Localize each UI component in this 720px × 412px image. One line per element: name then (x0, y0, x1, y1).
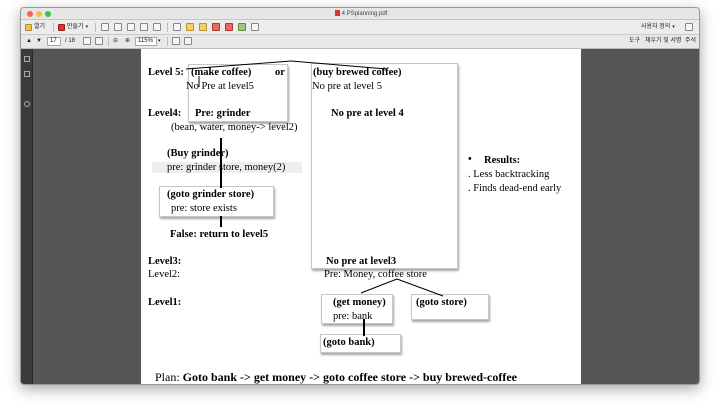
buy-grinder-pre: pre: grinder store, money(2) (167, 162, 286, 173)
page-up-icon[interactable]: ▲ (26, 38, 32, 44)
goto-store-box (411, 294, 489, 320)
zoom-in-icon[interactable]: ⊕ (125, 38, 131, 44)
make-coffee-box (188, 64, 288, 122)
open-button[interactable]: 열기 (25, 21, 45, 33)
chevron-down-icon: ▾ (672, 24, 675, 30)
close-window-button[interactable] (27, 11, 33, 17)
attachments-icon[interactable] (24, 101, 30, 107)
main-toolbar: 열기 만들기 ▾ 사용자 정의 ▾ (21, 20, 699, 35)
plan-line: Plan: Goto bank -> get money -> goto cof… (155, 370, 517, 384)
level5-label: Level 5: (148, 67, 184, 78)
pdf-file-icon (334, 10, 340, 17)
results-bullet: • (468, 154, 472, 165)
organize-pages-icon[interactable] (238, 23, 246, 31)
goto-bank-label: (goto bank) (323, 337, 375, 348)
results-title: Results: (484, 155, 521, 166)
zoom-level-input[interactable]: 115% (135, 37, 157, 46)
buy-brewed-coffee-label: (buy brewed coffee) (313, 67, 402, 78)
hand-tool-icon[interactable] (95, 37, 103, 45)
pre-bank-label: pre: bank (333, 311, 373, 322)
bookmarks-icon[interactable] (24, 71, 30, 77)
zoom-window-button[interactable] (45, 11, 51, 17)
zoom-dropdown-icon[interactable]: ▾ (158, 38, 161, 44)
buy-grinder-highlight (152, 162, 302, 173)
level2-label: Level2: (148, 269, 181, 280)
settings-icon[interactable] (173, 23, 181, 31)
create-pdf-icon (58, 23, 65, 31)
comment-icon[interactable] (186, 23, 194, 31)
folder-icon (25, 23, 32, 31)
no-pre-level5-right: No pre at level 5 (312, 81, 382, 92)
plan-prefix: Plan: (155, 370, 183, 384)
fit-page-icon[interactable] (172, 37, 180, 45)
buy-brewed-coffee-box (311, 63, 458, 269)
store-exists-pre: pre: store exists (171, 203, 237, 214)
navigation-toolbar: ▲ ▼ 17 / 18 ⊖ ⊕ 115% ▾ 도구 채우기 및 서명 주석 (21, 35, 699, 49)
get-money-box (321, 294, 393, 324)
compress-icon[interactable] (251, 23, 259, 31)
select-cursor-icon[interactable] (83, 37, 91, 45)
goto-grinder-store-label: (goto grinder store) (167, 189, 255, 200)
edit-icon[interactable] (140, 23, 148, 31)
goto-bank-box (320, 334, 401, 353)
level3-label: Level3: (148, 256, 182, 267)
email-icon[interactable] (153, 23, 161, 31)
window-title: 4 PSplanning.pdf (21, 9, 699, 19)
navigation-pane (21, 49, 33, 384)
print-icon[interactable] (127, 23, 135, 31)
chevron-down-icon: ▾ (85, 24, 89, 30)
export-pdf-icon[interactable] (212, 23, 220, 31)
comment-button[interactable]: 주석 (685, 38, 697, 44)
fill-and-sign-button[interactable]: 채우기 및 서명 (645, 38, 682, 44)
pdf-page: Level 5: (make coffee) or (buy brewed co… (141, 49, 581, 384)
buy-grinder-label: (Buy grinder) (167, 148, 229, 159)
expand-toolbar-icon[interactable] (685, 23, 693, 31)
result-dead-end-early: . Finds dead-end early (468, 183, 562, 194)
goto-grinder-store-box (159, 186, 274, 217)
bean-water-money-line: (bean, water, money-> level2) (171, 122, 298, 133)
combine-pdf-icon[interactable] (225, 23, 233, 31)
full-screen-icon[interactable] (184, 37, 192, 45)
create-button[interactable]: 만들기 ▾ (58, 21, 88, 33)
zoom-out-icon[interactable]: ⊖ (113, 38, 119, 44)
result-less-backtracking: . Less backtracking (468, 169, 550, 180)
or-label: or (275, 67, 285, 78)
page-thumbnails-icon[interactable] (24, 56, 30, 62)
page-down-icon[interactable]: ▼ (36, 38, 42, 44)
pre-money-coffee-store: Pre: Money, coffee store (324, 269, 427, 280)
pdf-viewer-window: 4 PSplanning.pdf 열기 만들기 ▾ 사용자 정의 ▾ (20, 7, 700, 385)
plan-text: Goto bank -> get money -> goto coffee st… (182, 370, 518, 384)
title-bar: 4 PSplanning.pdf (21, 8, 699, 20)
cloud-upload-icon[interactable] (114, 23, 122, 31)
get-money-label: (get money) (333, 297, 386, 308)
page-number-input[interactable]: 17 (47, 37, 61, 46)
level1-label: Level1: (148, 297, 182, 308)
level4-label: Level4: (148, 108, 182, 119)
customize-menu[interactable]: 사용자 정의 ▾ (641, 21, 675, 33)
minimize-window-button[interactable] (36, 11, 42, 17)
pre-grinder-label: Pre: grinder (195, 108, 251, 119)
no-pre-level5-left: No Pre at level5 (186, 81, 254, 92)
document-canvas: Level 5: (make coffee) or (buy brewed co… (33, 49, 699, 384)
highlight-icon[interactable] (199, 23, 207, 31)
plan-tree-lines (185, 60, 444, 336)
make-coffee-label: (make coffee) (191, 67, 252, 78)
no-pre-level3-label: No pre at level3 (326, 256, 397, 267)
tools-button[interactable]: 도구 (629, 38, 641, 44)
goto-store-label: (goto store) (416, 297, 467, 308)
false-return-label: False: return to level5 (170, 229, 269, 240)
save-icon[interactable] (101, 23, 109, 31)
page-total: / 18 (65, 38, 76, 44)
no-pre-level4-label: No pre at level 4 (331, 108, 404, 119)
